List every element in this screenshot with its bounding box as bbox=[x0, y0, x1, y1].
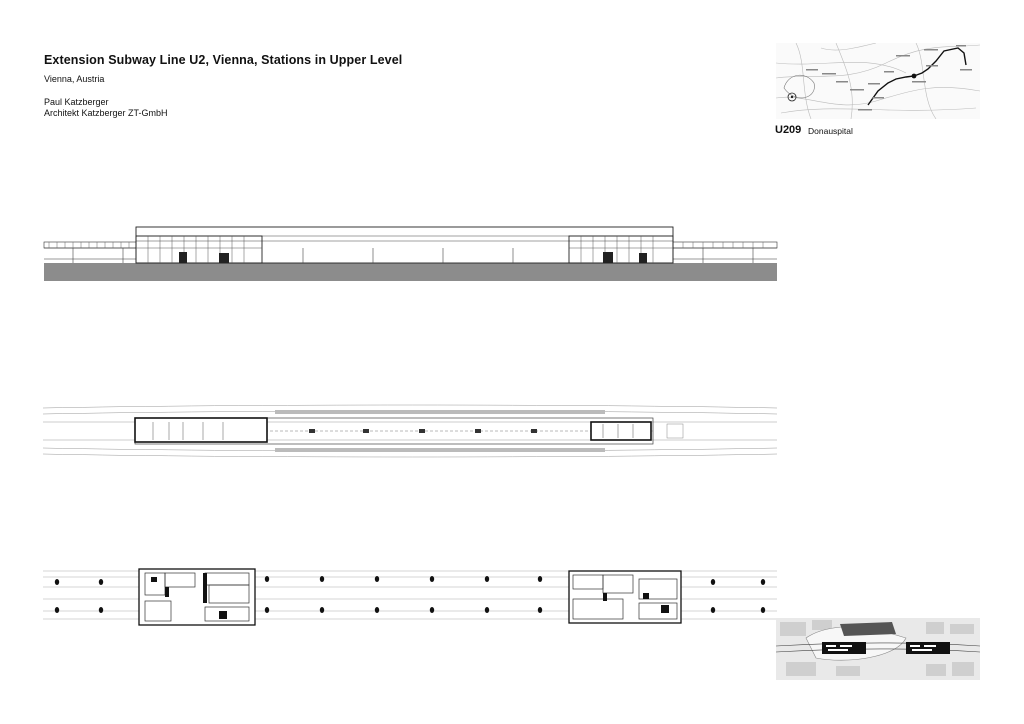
route-map bbox=[776, 43, 980, 119]
firm-name: Architekt Katzberger ZT-GmbH bbox=[44, 108, 168, 118]
station-name: Donauspital bbox=[808, 126, 853, 136]
sheet-title: Extension Subway Line U2, Vienna, Statio… bbox=[44, 53, 403, 67]
station-code: U209 bbox=[775, 124, 802, 136]
architect-name: Paul Katzberger bbox=[44, 97, 109, 107]
site-plan bbox=[776, 618, 980, 680]
location-text: Vienna, Austria bbox=[44, 74, 105, 84]
upper-level-plan bbox=[43, 404, 778, 458]
elevation-drawing bbox=[43, 226, 778, 281]
ground-level-plan bbox=[43, 568, 777, 626]
